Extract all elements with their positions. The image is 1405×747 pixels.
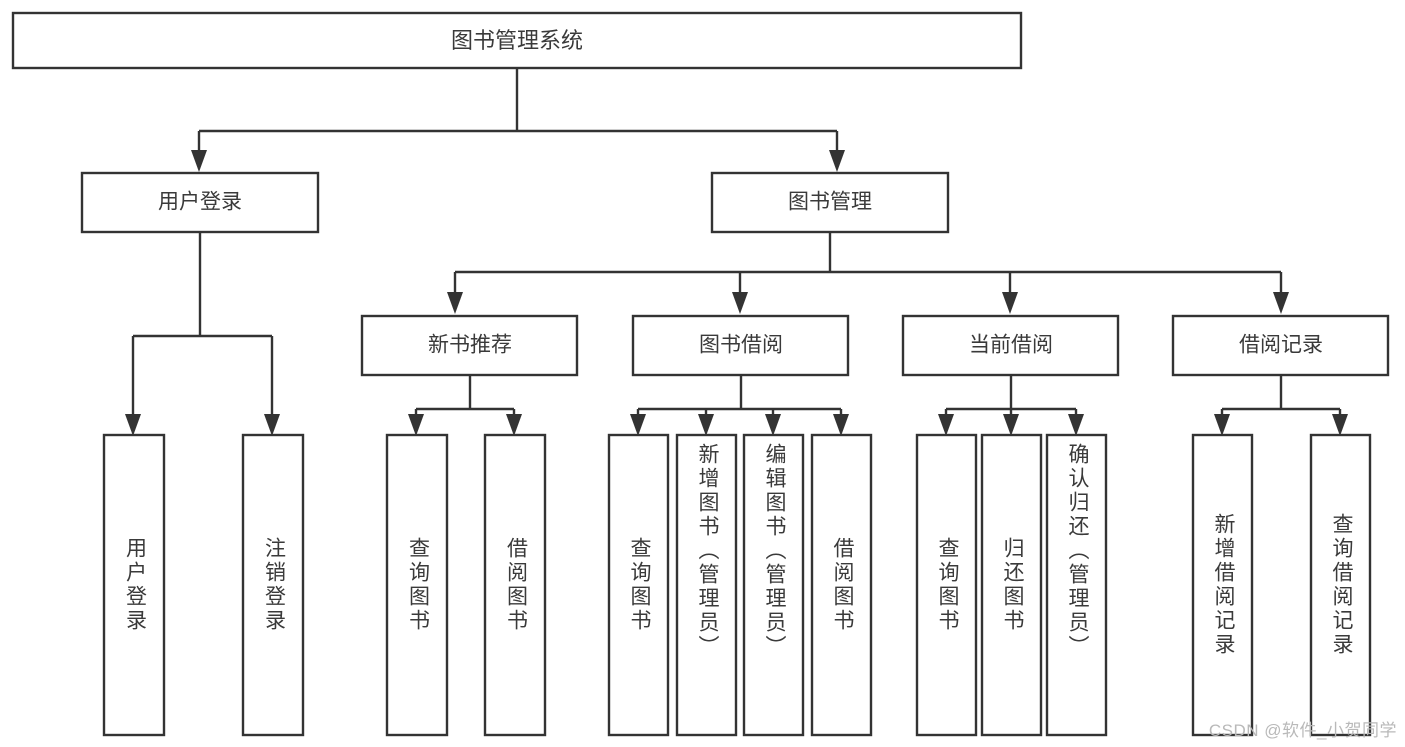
connector-user-login-to-leaves xyxy=(125,232,280,436)
arrow-head-icon xyxy=(1214,414,1230,436)
node-current-borrow-box[interactable] xyxy=(901,314,1120,377)
arrow-head-icon xyxy=(765,414,781,436)
leaf-br-add-box[interactable] xyxy=(1191,433,1254,737)
node-new-book-recommend-label: 新书推荐 xyxy=(428,334,512,357)
arrow-head-icon xyxy=(829,150,845,172)
leaf-user-login-box[interactable] xyxy=(102,433,166,737)
node-book-manage-label: 图书管理 xyxy=(788,191,872,214)
arrow-head-icon xyxy=(1003,414,1019,436)
arrow-head-icon xyxy=(408,414,424,436)
node-new-book-recommend[interactable]: 新书推荐 xyxy=(360,314,579,377)
node-book-borrow[interactable]: 图书借阅 xyxy=(631,314,850,377)
arrow-head-icon xyxy=(698,414,714,436)
connector-book-borrow-to-leaves xyxy=(630,375,849,436)
arrow-head-icon xyxy=(447,292,463,314)
leaf-cb-return-box[interactable] xyxy=(980,433,1043,737)
node-root-system[interactable]: 图书管理系统 xyxy=(11,11,1023,70)
arrow-head-icon xyxy=(191,150,207,172)
leaf-bb-query-box[interactable] xyxy=(607,433,670,737)
arrow-head-icon xyxy=(1332,414,1348,436)
node-borrow-record[interactable]: 借阅记录 xyxy=(1171,314,1390,377)
node-borrow-record-label: 借阅记录 xyxy=(1239,334,1323,357)
leaf-nb-borrow-box[interactable] xyxy=(483,433,547,737)
csdn-watermark: CSDN @软件_小贺同学 xyxy=(1208,721,1397,740)
node-new-book-recommend-box[interactable] xyxy=(360,314,579,377)
node-book-borrow-label: 图书借阅 xyxy=(699,334,783,357)
arrow-head-icon xyxy=(630,414,646,436)
leaf-logout-box[interactable] xyxy=(241,433,305,737)
leaf-bb-add-box[interactable] xyxy=(675,433,738,737)
connector-root-to-level1 xyxy=(191,68,845,172)
node-book-manage[interactable]: 图书管理 xyxy=(710,171,950,234)
leaf-br-query-box[interactable] xyxy=(1309,433,1372,737)
leaf-bb-borrow-box[interactable] xyxy=(810,433,873,737)
connector-book-manage-to-level2 xyxy=(447,232,1289,314)
connector-new-book-recommend-to-leaves xyxy=(408,375,522,436)
node-current-borrow-label: 当前借阅 xyxy=(969,334,1053,357)
connector-borrow-record-to-leaves xyxy=(1214,375,1348,436)
arrow-head-icon xyxy=(732,292,748,314)
arrow-head-icon xyxy=(125,414,141,436)
node-root-system-box[interactable] xyxy=(11,11,1023,70)
arrow-head-icon xyxy=(506,414,522,436)
node-user-login-box[interactable] xyxy=(80,171,320,234)
arrow-head-icon xyxy=(264,414,280,436)
arrow-head-icon xyxy=(938,414,954,436)
arrow-head-icon xyxy=(1002,292,1018,314)
leaf-cb-confirm-box[interactable] xyxy=(1045,433,1108,737)
node-user-login-label: 用户登录 xyxy=(158,191,242,214)
node-root-system-label: 图书管理系统 xyxy=(451,28,583,53)
arrow-head-icon xyxy=(833,414,849,436)
node-current-borrow[interactable]: 当前借阅 xyxy=(901,314,1120,377)
arrow-head-icon xyxy=(1068,414,1084,436)
arrow-head-icon xyxy=(1273,292,1289,314)
leaf-cb-query-box[interactable] xyxy=(915,433,978,737)
node-user-login[interactable]: 用户登录 xyxy=(80,171,320,234)
leaf-bb-edit-box[interactable] xyxy=(742,433,805,737)
leaf-nb-query-box[interactable] xyxy=(385,433,449,737)
connector-current-borrow-to-leaves xyxy=(938,375,1084,436)
